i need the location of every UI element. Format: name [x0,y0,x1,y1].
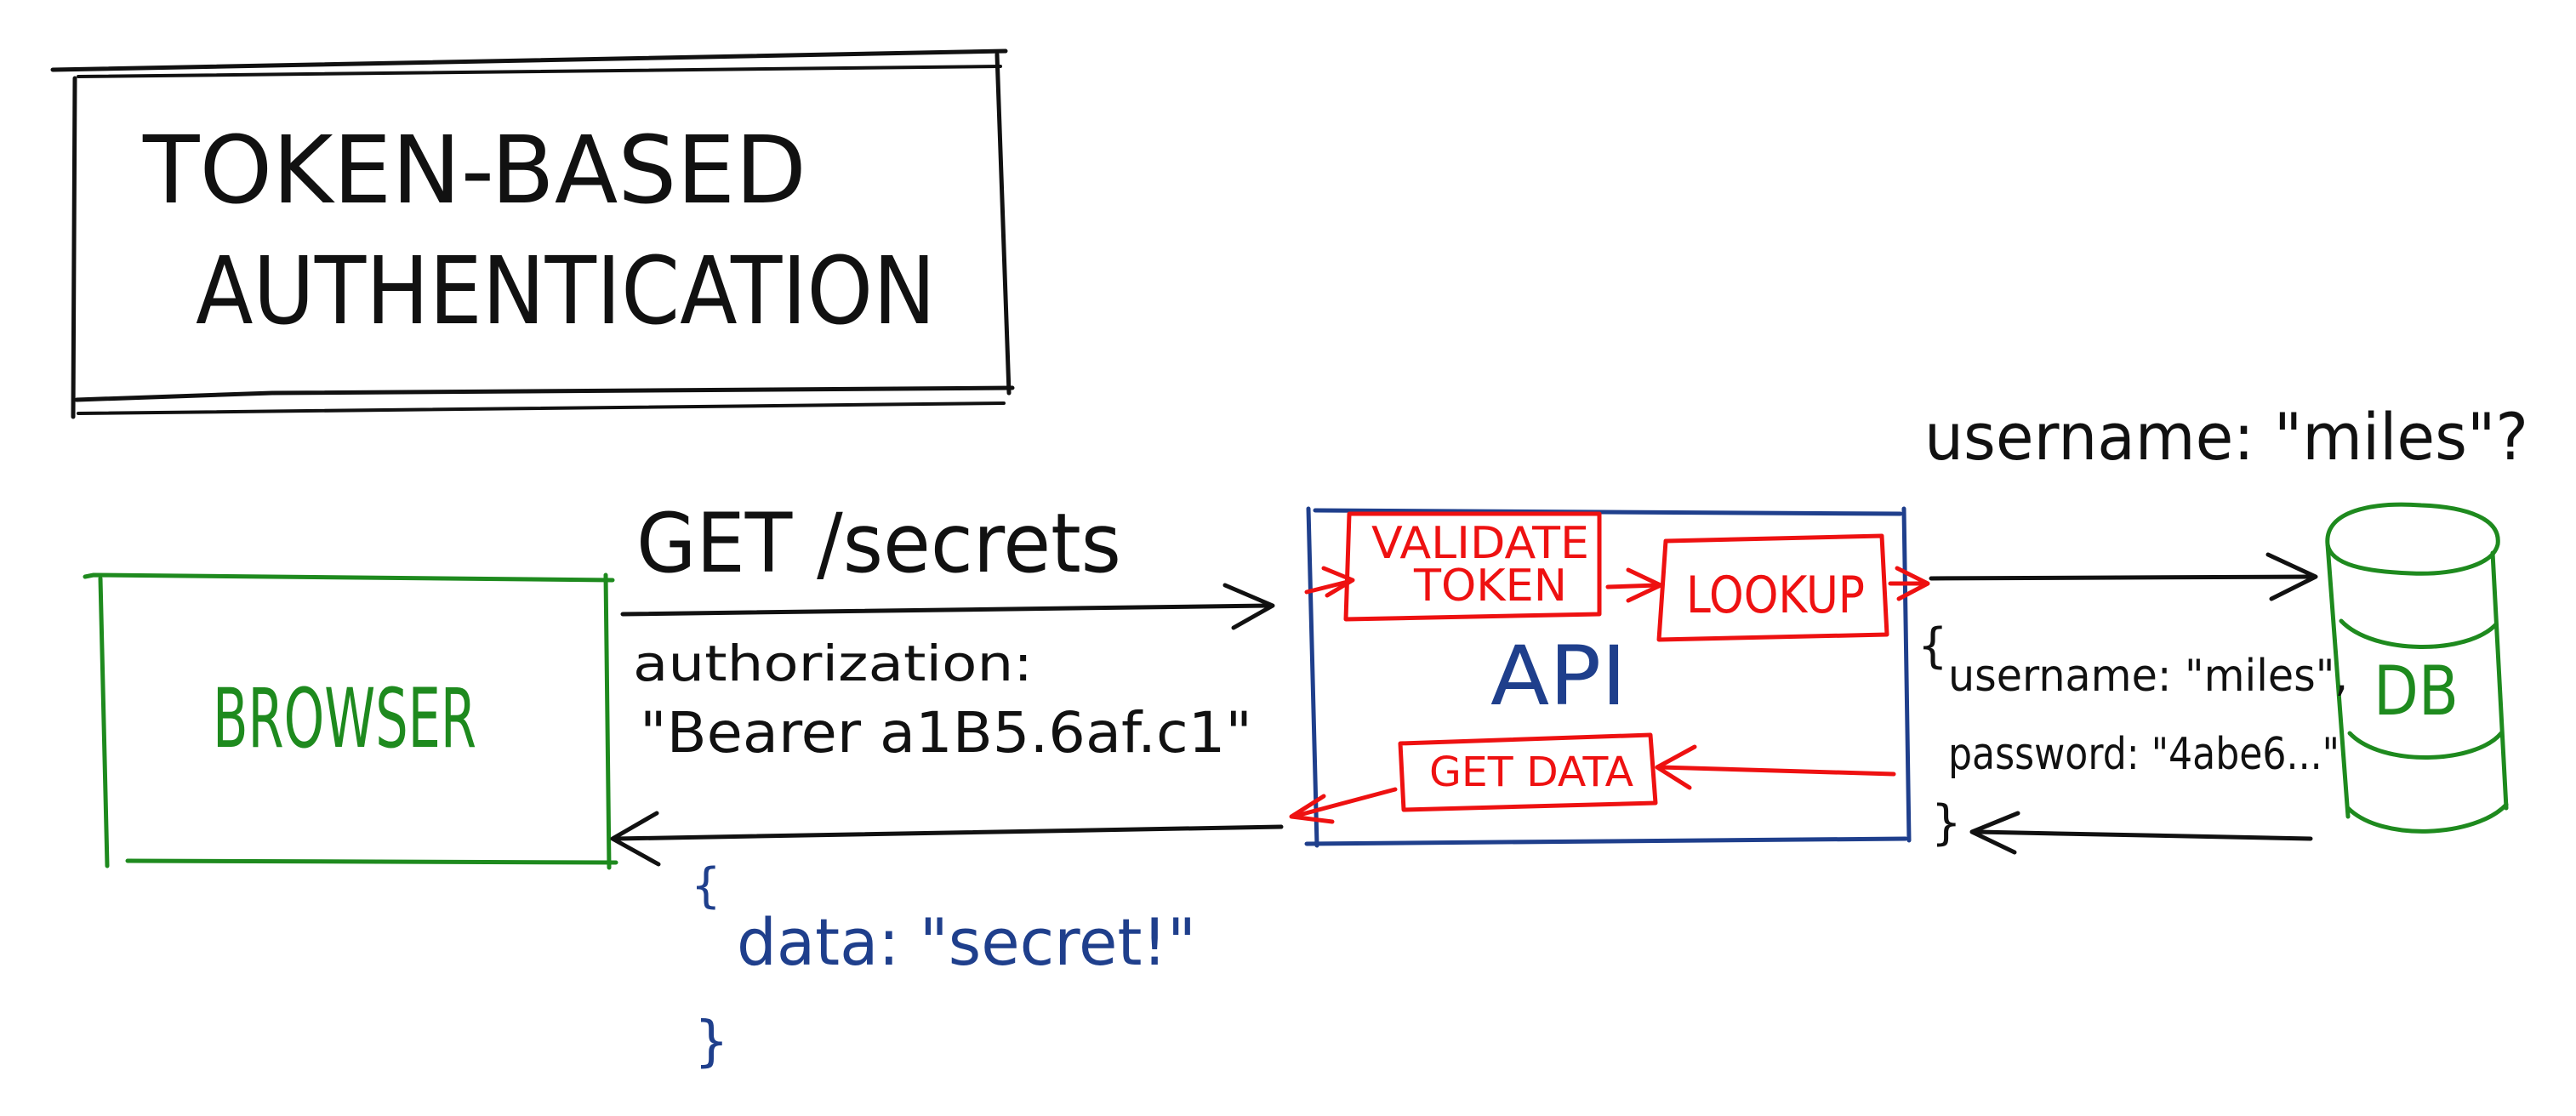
response-close-brace: } [694,1011,729,1073]
db-result-line2: password: "4abe6..." [1948,729,2339,780]
browser-box: BROWSER [83,572,618,870]
lookup-label: LOOKUP [1686,566,1865,625]
db-result-group: { username: "miles", password: "4abe6...… [1918,618,2348,855]
request-header-name: authorization: [633,635,1033,692]
db-label: DB [2374,652,2459,731]
request-arrow [620,603,1270,617]
validate-token-line1: VALIDATE [1371,518,1589,569]
get-data-label: GET DATA [1429,749,1633,796]
db-result-open-brace: { [1918,618,1948,674]
response-body-group: { data: "secret!" } [691,858,1196,1073]
db-query-group: username: "miles"? [1924,399,2528,601]
db-query-label: username: "miles"? [1924,399,2528,475]
title-box: TOKEN-BASED AUTHENTICATION [50,48,1015,419]
browser-label: BROWSER [213,671,476,766]
request-header-value: "Bearer a1B5.6af.c1" [640,700,1252,766]
title-line1: TOKEN-BASED [142,116,806,225]
request-label: GET /secrets [636,496,1121,591]
db-cylinder: DB [2325,502,2509,834]
response-body: data: "secret!" [737,904,1196,980]
request-arrow-group: GET /secrets authorization: "Bearer a1B5… [620,496,1275,766]
response-arrow [613,824,1284,841]
api-label: API [1490,629,1627,724]
api-box: API VALIDATE TOKEN LOOKUP GET DATA [1289,506,1930,848]
validate-token-line2: TOKEN [1413,561,1567,612]
title-line2: AUTHENTICATION [196,236,936,345]
db-result-line1: username: "miles", [1948,651,2348,702]
db-result-close-brace: } [1931,795,1962,851]
response-open-brace: { [691,858,721,914]
